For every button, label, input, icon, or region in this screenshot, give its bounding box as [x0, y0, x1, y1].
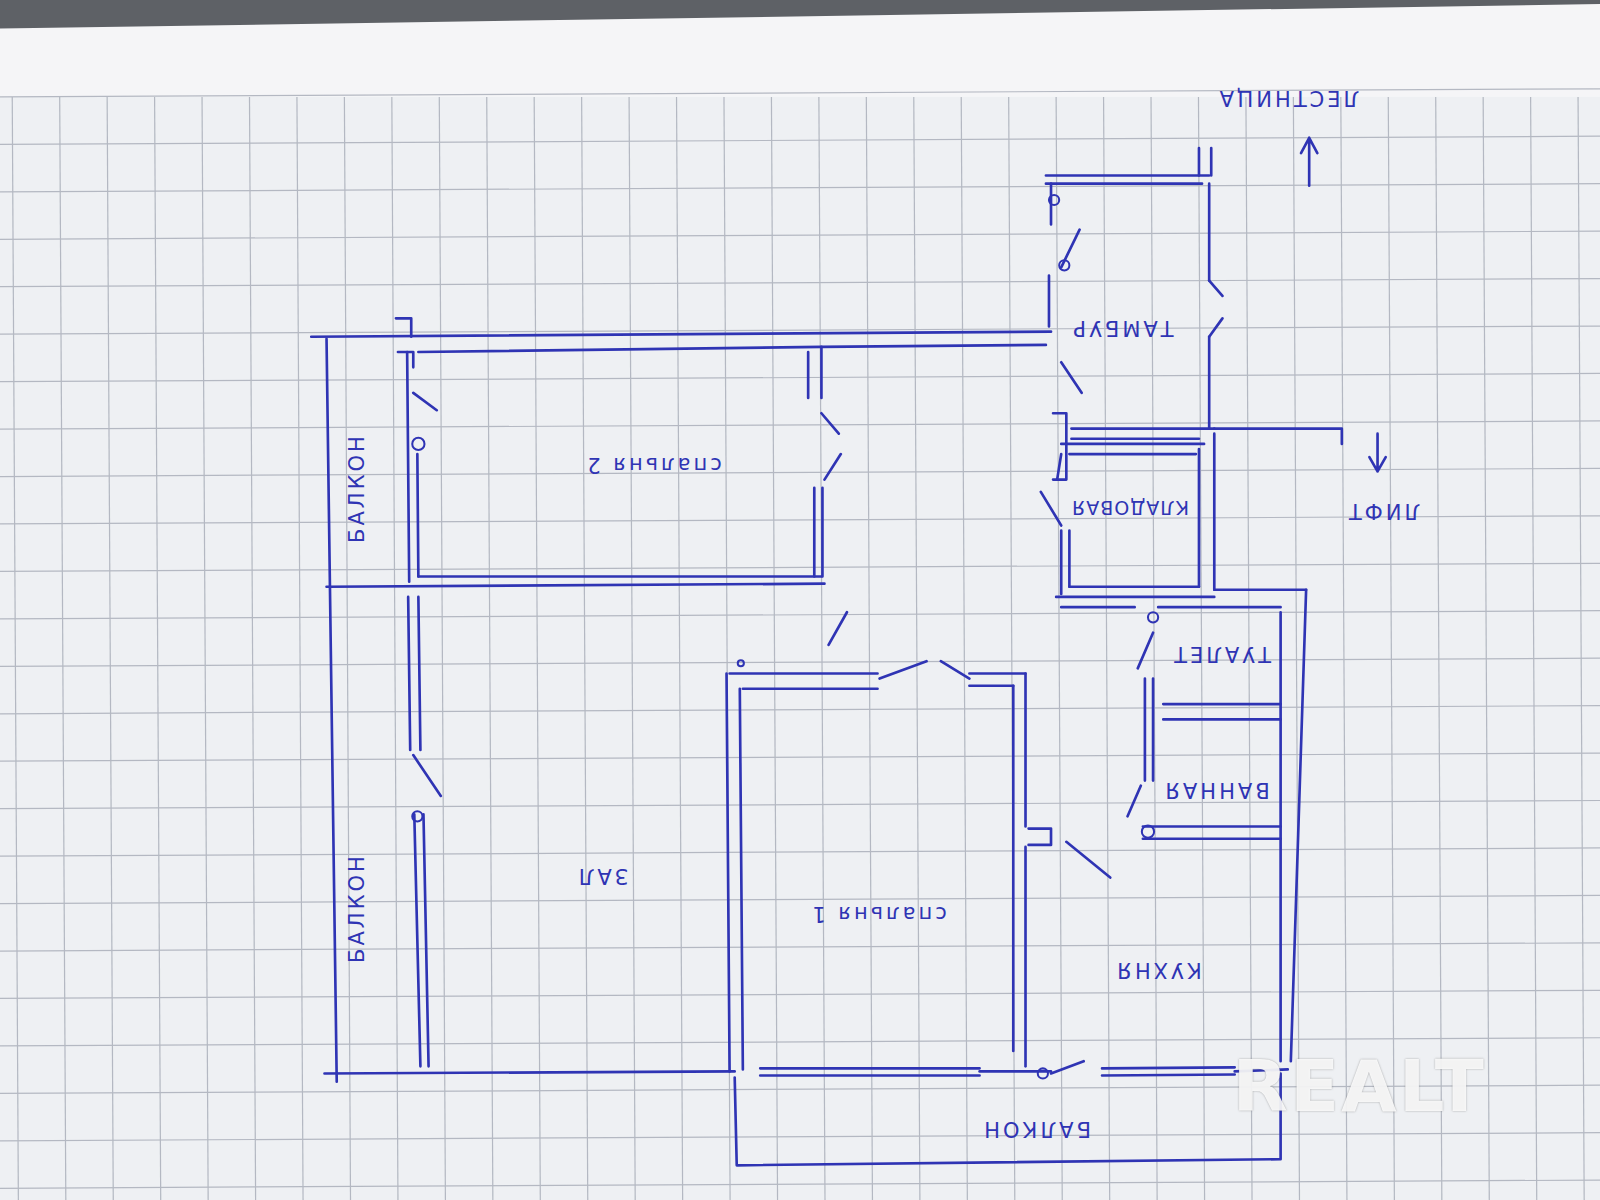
grid-line: [0, 848, 1600, 856]
room-name: БАЛКОН: [981, 1117, 1091, 1138]
room-name: спальня 1: [809, 903, 946, 924]
grid-line: [439, 97, 445, 1200]
room-name: БАЛКОН: [347, 853, 368, 963]
grid-line: [1531, 97, 1537, 1200]
room-name: ВАННАЯ: [1163, 778, 1270, 799]
grid-line: [677, 97, 683, 1200]
room: КЛАДОВАЯ: [1071, 456, 1195, 585]
grid-line: [0, 1038, 1600, 1046]
room: БАЛКОН: [332, 592, 409, 1070]
room: КУХНЯ: [1031, 847, 1278, 1066]
grid-line: [0, 563, 1600, 571]
grid-line: [534, 97, 540, 1200]
grid-line: [0, 943, 1600, 951]
photo-edge: [0, 0, 1600, 29]
grid-line: [1578, 97, 1584, 1200]
grid-line: [0, 706, 1600, 714]
grid-line: [0, 89, 1600, 97]
grid-line: [1341, 97, 1347, 1200]
paper-margin: [0, 0, 1600, 97]
grid-line: [12, 97, 18, 1200]
grid-line: [60, 97, 66, 1200]
grid-line: [0, 611, 1600, 619]
grid-line: [487, 97, 493, 1200]
grid-line: [107, 97, 113, 1200]
grid-line: [202, 97, 208, 1200]
stair-label: ЛЕСТНИЦА: [1216, 86, 1359, 107]
lift-label: ЛИФТ: [1345, 500, 1419, 521]
grid-line: [0, 231, 1600, 239]
grid-line: [0, 279, 1600, 287]
grid-line: [0, 136, 1600, 144]
grid-line: [0, 184, 1600, 192]
room: БАЛКОН: [330, 342, 407, 582]
grid-line: [914, 97, 920, 1200]
grid-line: [297, 97, 303, 1200]
grid-line: [629, 97, 635, 1200]
grid-line: [0, 468, 1600, 476]
watermark: REALT: [1232, 1050, 1485, 1122]
room: ТАМБУР: [1053, 186, 1207, 427]
grid-line: [0, 753, 1600, 761]
grid-line: [582, 97, 588, 1200]
joint-marks: [412, 195, 1158, 1079]
room-name: ЗАЛ: [576, 865, 629, 886]
grid: [0, 89, 1600, 1200]
grid-line: [344, 97, 350, 1200]
grid-line: [392, 97, 398, 1200]
grid-line: [1104, 97, 1110, 1200]
grid-line: [0, 990, 1600, 998]
room: спальня 2: [420, 354, 813, 574]
room-name: ТАМБУР: [1071, 316, 1174, 337]
grid-line: [961, 97, 967, 1200]
room-name: ТУАЛЕТ: [1171, 643, 1271, 664]
grid-line: [0, 801, 1600, 809]
grid-line: [249, 97, 255, 1200]
room-name: КУХНЯ: [1114, 959, 1201, 980]
grid-line: [0, 421, 1600, 429]
room: БАЛКОН: [739, 1080, 1278, 1158]
room: ВАННАЯ: [1163, 722, 1277, 824]
grid-line: [771, 97, 777, 1200]
grid-line: [866, 97, 872, 1200]
grid-line: [0, 1180, 1600, 1188]
grid-line: [1293, 97, 1299, 1200]
grid-line: [1151, 97, 1157, 1200]
room-name: БАЛКОН: [347, 433, 368, 543]
grid-line: [819, 97, 825, 1200]
walls: [311, 138, 1385, 1166]
room-name: спальня 2: [584, 454, 721, 475]
grid-line: [1483, 97, 1489, 1200]
room-name: КЛАДОВАЯ: [1071, 498, 1189, 517]
grid-line: [1436, 97, 1442, 1200]
grid-line: [155, 97, 161, 1200]
grid-line: [0, 658, 1600, 666]
grid-line: [1388, 97, 1394, 1200]
room: ЗАЛ: [429, 590, 725, 1068]
room: спальня 1: [745, 692, 1010, 1066]
grid-line: [0, 1133, 1600, 1141]
room: ТУАЛЕТ: [1163, 610, 1277, 702]
grid-line: [0, 373, 1600, 381]
grid-line: [0, 895, 1600, 903]
